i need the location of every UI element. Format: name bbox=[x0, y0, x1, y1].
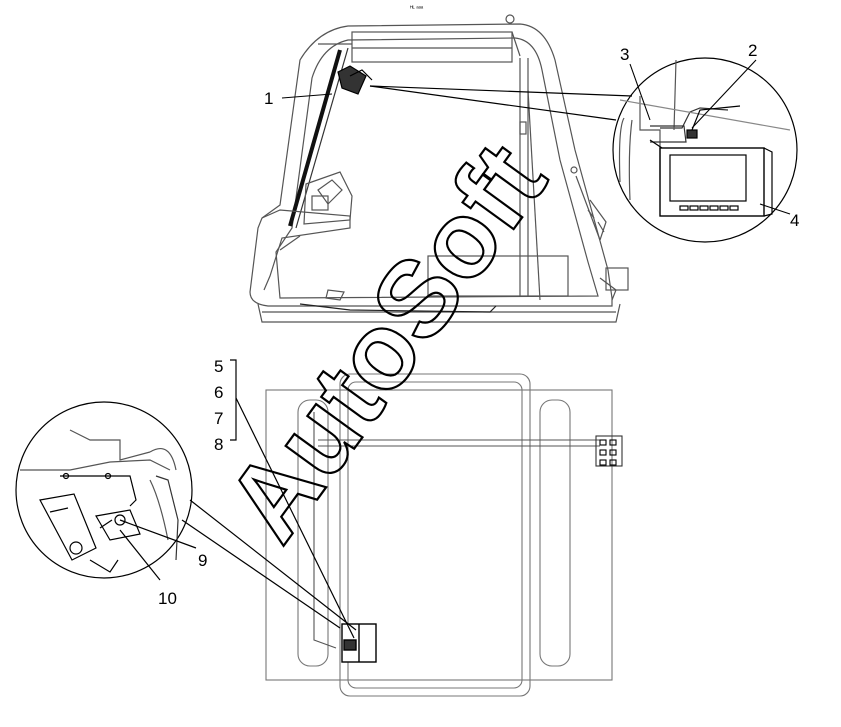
watermark-text: AutoSoft bbox=[203, 122, 569, 562]
detail-magnifier-monitor bbox=[369, 57, 798, 243]
callout-9: 9 bbox=[198, 551, 207, 570]
callout-bracket-5-8 bbox=[230, 359, 355, 639]
cab-floor-plan bbox=[265, 373, 623, 697]
callout-1: 1 bbox=[264, 89, 273, 108]
callout-5: 5 bbox=[214, 357, 223, 376]
cab-side-view bbox=[249, 14, 629, 323]
dome-light-module bbox=[337, 65, 373, 95]
header-mark: ᴴᴸ ᵃᵃᵃ bbox=[410, 5, 424, 12]
callout-3: 3 bbox=[620, 45, 629, 64]
detail-magnifier-switch bbox=[15, 401, 357, 631]
callout-2: 2 bbox=[748, 41, 757, 60]
callout-6: 6 bbox=[214, 383, 223, 402]
callout-7: 7 bbox=[214, 409, 223, 428]
leader-lines-upper bbox=[281, 59, 791, 215]
switch-block bbox=[341, 623, 377, 663]
callout-10: 10 bbox=[158, 589, 177, 608]
callout-8: 8 bbox=[214, 435, 223, 454]
callout-4: 4 bbox=[790, 211, 799, 230]
